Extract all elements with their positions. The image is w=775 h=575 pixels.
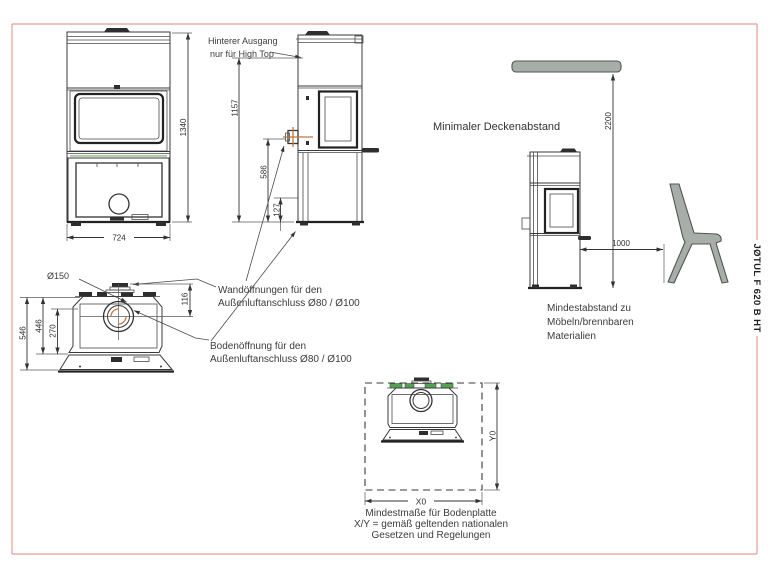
dim-1000: 1000 [580, 239, 665, 283]
svg-text:Y0: Y0 [488, 431, 498, 442]
svg-text:Wandöffnungen für den: Wandöffnungen für den [218, 285, 322, 296]
rear-air-stub [521, 217, 531, 230]
top-cap [104, 28, 130, 32]
floor-plate-stove-top-view [381, 377, 464, 443]
svg-text:Materialien: Materialien [547, 331, 596, 342]
leader-line [210, 231, 296, 342]
floor-plate-outline [364, 382, 483, 491]
door-glass [73, 92, 165, 145]
svg-text:Mindestabstand zu: Mindestabstand zu [547, 303, 631, 314]
svg-text:116: 116 [181, 292, 190, 305]
ceiling-clearance-scene: Minimaler Deckenabstand 2200 1 [433, 60, 729, 342]
svg-text:X0: X0 [416, 497, 427, 507]
ceiling-clearance-title: Minimaler Deckenabstand [433, 121, 560, 133]
svg-text:127: 127 [273, 203, 282, 217]
svg-text:724: 724 [112, 234, 126, 243]
floor-plate-diagram: Y0 X0 Mindestmaße für Bodenplatte X/Y = … [354, 377, 508, 541]
top-view: Ø150 546 446 270 116 [19, 271, 193, 373]
dim-546: 546 [19, 297, 80, 371]
svg-text:Hinterer Ausgang: Hinterer Ausgang [208, 36, 278, 46]
dim-width-724: 724 [66, 224, 171, 243]
dim-586: 586 [260, 138, 286, 222]
annotation-wall-openings: Wandöffnungen für den Außenluftanschluss… [132, 145, 360, 309]
ceiling-bar [511, 60, 622, 73]
svg-text:Außenluftanschluss Ø80 / Ø100: Außenluftanschluss Ø80 / Ø100 [218, 298, 360, 309]
rear-outlet-stub-top [105, 283, 135, 293]
side-view: Hinterer Ausgang nur für High Top 1157 5… [208, 31, 379, 231]
flue-collar-top [409, 388, 433, 413]
top-view-drawing [58, 283, 193, 373]
dim-270: 270 [49, 308, 78, 354]
svg-text:1340: 1340 [179, 118, 188, 136]
door-handle [578, 236, 591, 240]
door-handle [362, 148, 379, 153]
svg-text:1157: 1157 [231, 99, 240, 117]
svg-text:2200: 2200 [604, 112, 613, 130]
leader-line [132, 278, 217, 288]
dim-y0: Y0 [484, 382, 500, 491]
svg-text:Möbeln/brennbaren: Möbeln/brennbaren [547, 317, 634, 328]
leader-line [245, 145, 285, 282]
clearance-stove-drawing [521, 148, 591, 290]
floor-plate-caption: Mindestmaße für Bodenplatte X/Y = gemäß … [354, 508, 508, 541]
model-label: JØTUL F 620 B HT [751, 243, 762, 332]
side-window-frame [317, 90, 359, 149]
svg-text:X/Y = gemäß geltenden national: X/Y = gemäß geltenden nationalen [354, 519, 508, 530]
dim-height-1340: 1340 [172, 32, 192, 223]
leader-line [133, 310, 210, 341]
door-latch [114, 85, 120, 89]
top-cap [305, 31, 330, 35]
front-view-drawing [66, 28, 171, 226]
svg-text:Gesetzen und Regelungen: Gesetzen und Regelungen [372, 530, 491, 541]
svg-text:Außenluftanschluss Ø80 / Ø100: Außenluftanschluss Ø80 / Ø100 [210, 354, 352, 365]
chair-silhouette [667, 183, 729, 284]
note-rear-outlet: Hinterer Ausgang nur für High Top [208, 36, 302, 59]
dim-116: 116 [130, 283, 193, 317]
svg-text:Mindestmaße für Bodenplatte: Mindestmaße für Bodenplatte [365, 508, 497, 519]
dim-1157: 1157 [231, 57, 303, 223]
svg-text:nur für High Top: nur für High Top [210, 49, 274, 59]
dim-127: 127 [273, 197, 298, 231]
svg-text:270: 270 [49, 324, 58, 338]
furniture-clearance-note: Mindestabstand zu Möbeln/brennbaren Mate… [547, 303, 634, 342]
side-view-drawing [283, 31, 379, 226]
flue-collar-top [80, 284, 193, 340]
leader-line [78, 278, 127, 303]
svg-text:586: 586 [260, 165, 269, 179]
page-border [11, 23, 758, 555]
dim-x0: X0 [364, 492, 483, 507]
front-view: 1340 724 [66, 28, 192, 243]
label-flue-diameter: Ø150 [47, 271, 127, 303]
svg-text:446: 446 [35, 319, 44, 333]
dim-2200: 2200 [604, 74, 616, 288]
svg-text:546: 546 [19, 326, 28, 340]
svg-text:Bodenöffnung für den: Bodenöffnung für den [210, 341, 306, 352]
dim-446: 446 [35, 297, 68, 355]
annotation-floor-opening: Bodenöffnung für den Außenluftanschluss … [133, 231, 352, 365]
base-air-inlet [108, 193, 130, 215]
svg-text:1000: 1000 [612, 239, 630, 248]
leader-line [269, 51, 302, 59]
svg-text:Ø150: Ø150 [47, 271, 69, 281]
rear-air-stub [283, 127, 313, 147]
